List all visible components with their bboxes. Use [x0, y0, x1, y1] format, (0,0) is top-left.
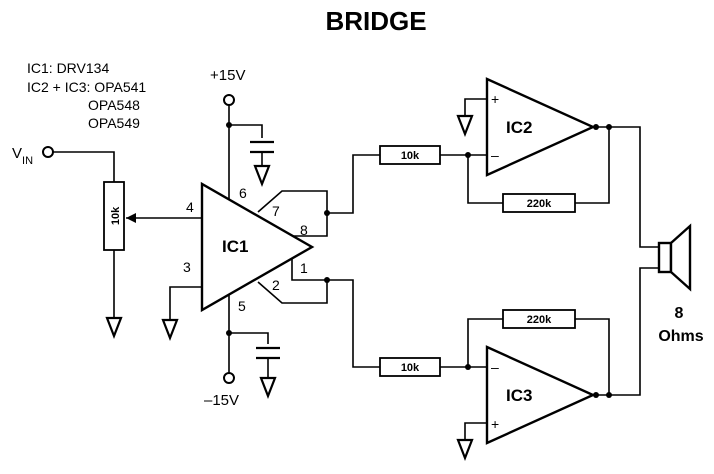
ground-symbol — [105, 316, 123, 340]
ic1-label: IC1 — [222, 237, 248, 256]
upper-output-wire — [327, 154, 380, 214]
potentiometer-value: 10k — [110, 206, 122, 225]
ic2-minus-label: – — [491, 147, 499, 163]
lower-output-wire — [327, 279, 380, 368]
ic2-triangle — [485, 77, 596, 177]
negative-decoupling-capacitor — [256, 346, 280, 400]
ic1-triangle — [200, 181, 315, 313]
r-fb-bottom: 220k — [502, 309, 576, 329]
pin-7-wire — [257, 190, 328, 213]
r-in-bottom-value: 10k — [401, 362, 420, 374]
r-in-top-value: 10k — [401, 150, 420, 162]
speaker-unit: Ohms — [658, 328, 703, 345]
ic1-pin-4: 4 — [186, 199, 194, 215]
ic3-output-wire — [593, 267, 659, 396]
r-fb-top: 220k — [502, 193, 576, 213]
r-in-top: 10k — [379, 145, 441, 165]
junction-dot — [593, 392, 599, 398]
ic2-label: IC2 — [506, 118, 532, 137]
pin-8-wire — [292, 213, 328, 237]
positive-supply-label: +15V — [210, 67, 245, 84]
ic1-pin-6: 6 — [239, 185, 247, 201]
ic2-plus-label: + — [491, 91, 499, 107]
positive-supply-terminal — [223, 94, 235, 106]
ic3-plus-wire — [464, 422, 487, 440]
speaker-icon — [657, 223, 692, 292]
ic1-pin-5: 5 — [238, 298, 246, 314]
ic2-feedback-wire — [467, 155, 503, 204]
ic1-pin-8: 8 — [300, 222, 308, 238]
ic2-output-wire — [593, 126, 659, 248]
positive-decouple-wire — [229, 124, 263, 138]
potentiometer: 10k — [103, 181, 125, 340]
parts-note-opa548: OPA548 — [88, 97, 140, 113]
ic3-triangle — [485, 345, 596, 445]
speaker-impedance: 8 — [675, 305, 684, 322]
ground-symbol — [259, 376, 277, 400]
ic1-pin-3: 3 — [183, 259, 191, 275]
ground-symbol — [456, 438, 474, 462]
ic2-plus-wire — [464, 98, 487, 116]
r-fb-top-value: 220k — [527, 198, 552, 210]
positive-decoupling-capacitor — [250, 140, 274, 188]
pin-2-wire — [257, 280, 328, 304]
ic3-minus-label: – — [491, 359, 499, 375]
ground-symbol — [253, 164, 271, 188]
negative-supply-label: –15V — [204, 392, 239, 409]
ic3-feedback-return-wire — [575, 318, 610, 395]
r-fb-bottom-value: 220k — [527, 314, 552, 326]
ic1-pin-2: 2 — [272, 277, 280, 293]
ground-symbol — [161, 318, 179, 342]
ground-symbol — [456, 114, 474, 138]
junction-dot — [606, 124, 612, 130]
parts-note-ic1: IC1: DRV134 — [27, 60, 109, 76]
ic3-feedback-wire — [467, 318, 503, 367]
input-terminal — [42, 146, 54, 158]
junction-dot — [593, 124, 599, 130]
negative-decouple-wire — [229, 332, 269, 344]
ic3-plus-label: + — [491, 416, 499, 432]
vin-label: VIN — [12, 145, 33, 167]
ic1-pin-1: 1 — [300, 260, 308, 276]
ic3-label: IC3 — [506, 386, 532, 405]
parts-note-ic2-ic3: IC2 + IC3: OPA541 — [27, 79, 146, 95]
pin-3-wire — [169, 286, 202, 320]
wiper-arrow-icon — [126, 213, 136, 223]
negative-supply-terminal — [223, 372, 235, 384]
input-wire — [53, 151, 115, 182]
schematic-title: BRIDGE — [325, 6, 426, 36]
ic1-pin-7: 7 — [272, 203, 280, 219]
parts-note-opa549: OPA549 — [88, 115, 140, 131]
r-in-bottom: 10k — [379, 357, 441, 377]
junction-dot — [606, 392, 612, 398]
ic2-feedback-return-wire — [575, 127, 610, 204]
pin-1-wire — [291, 258, 327, 281]
